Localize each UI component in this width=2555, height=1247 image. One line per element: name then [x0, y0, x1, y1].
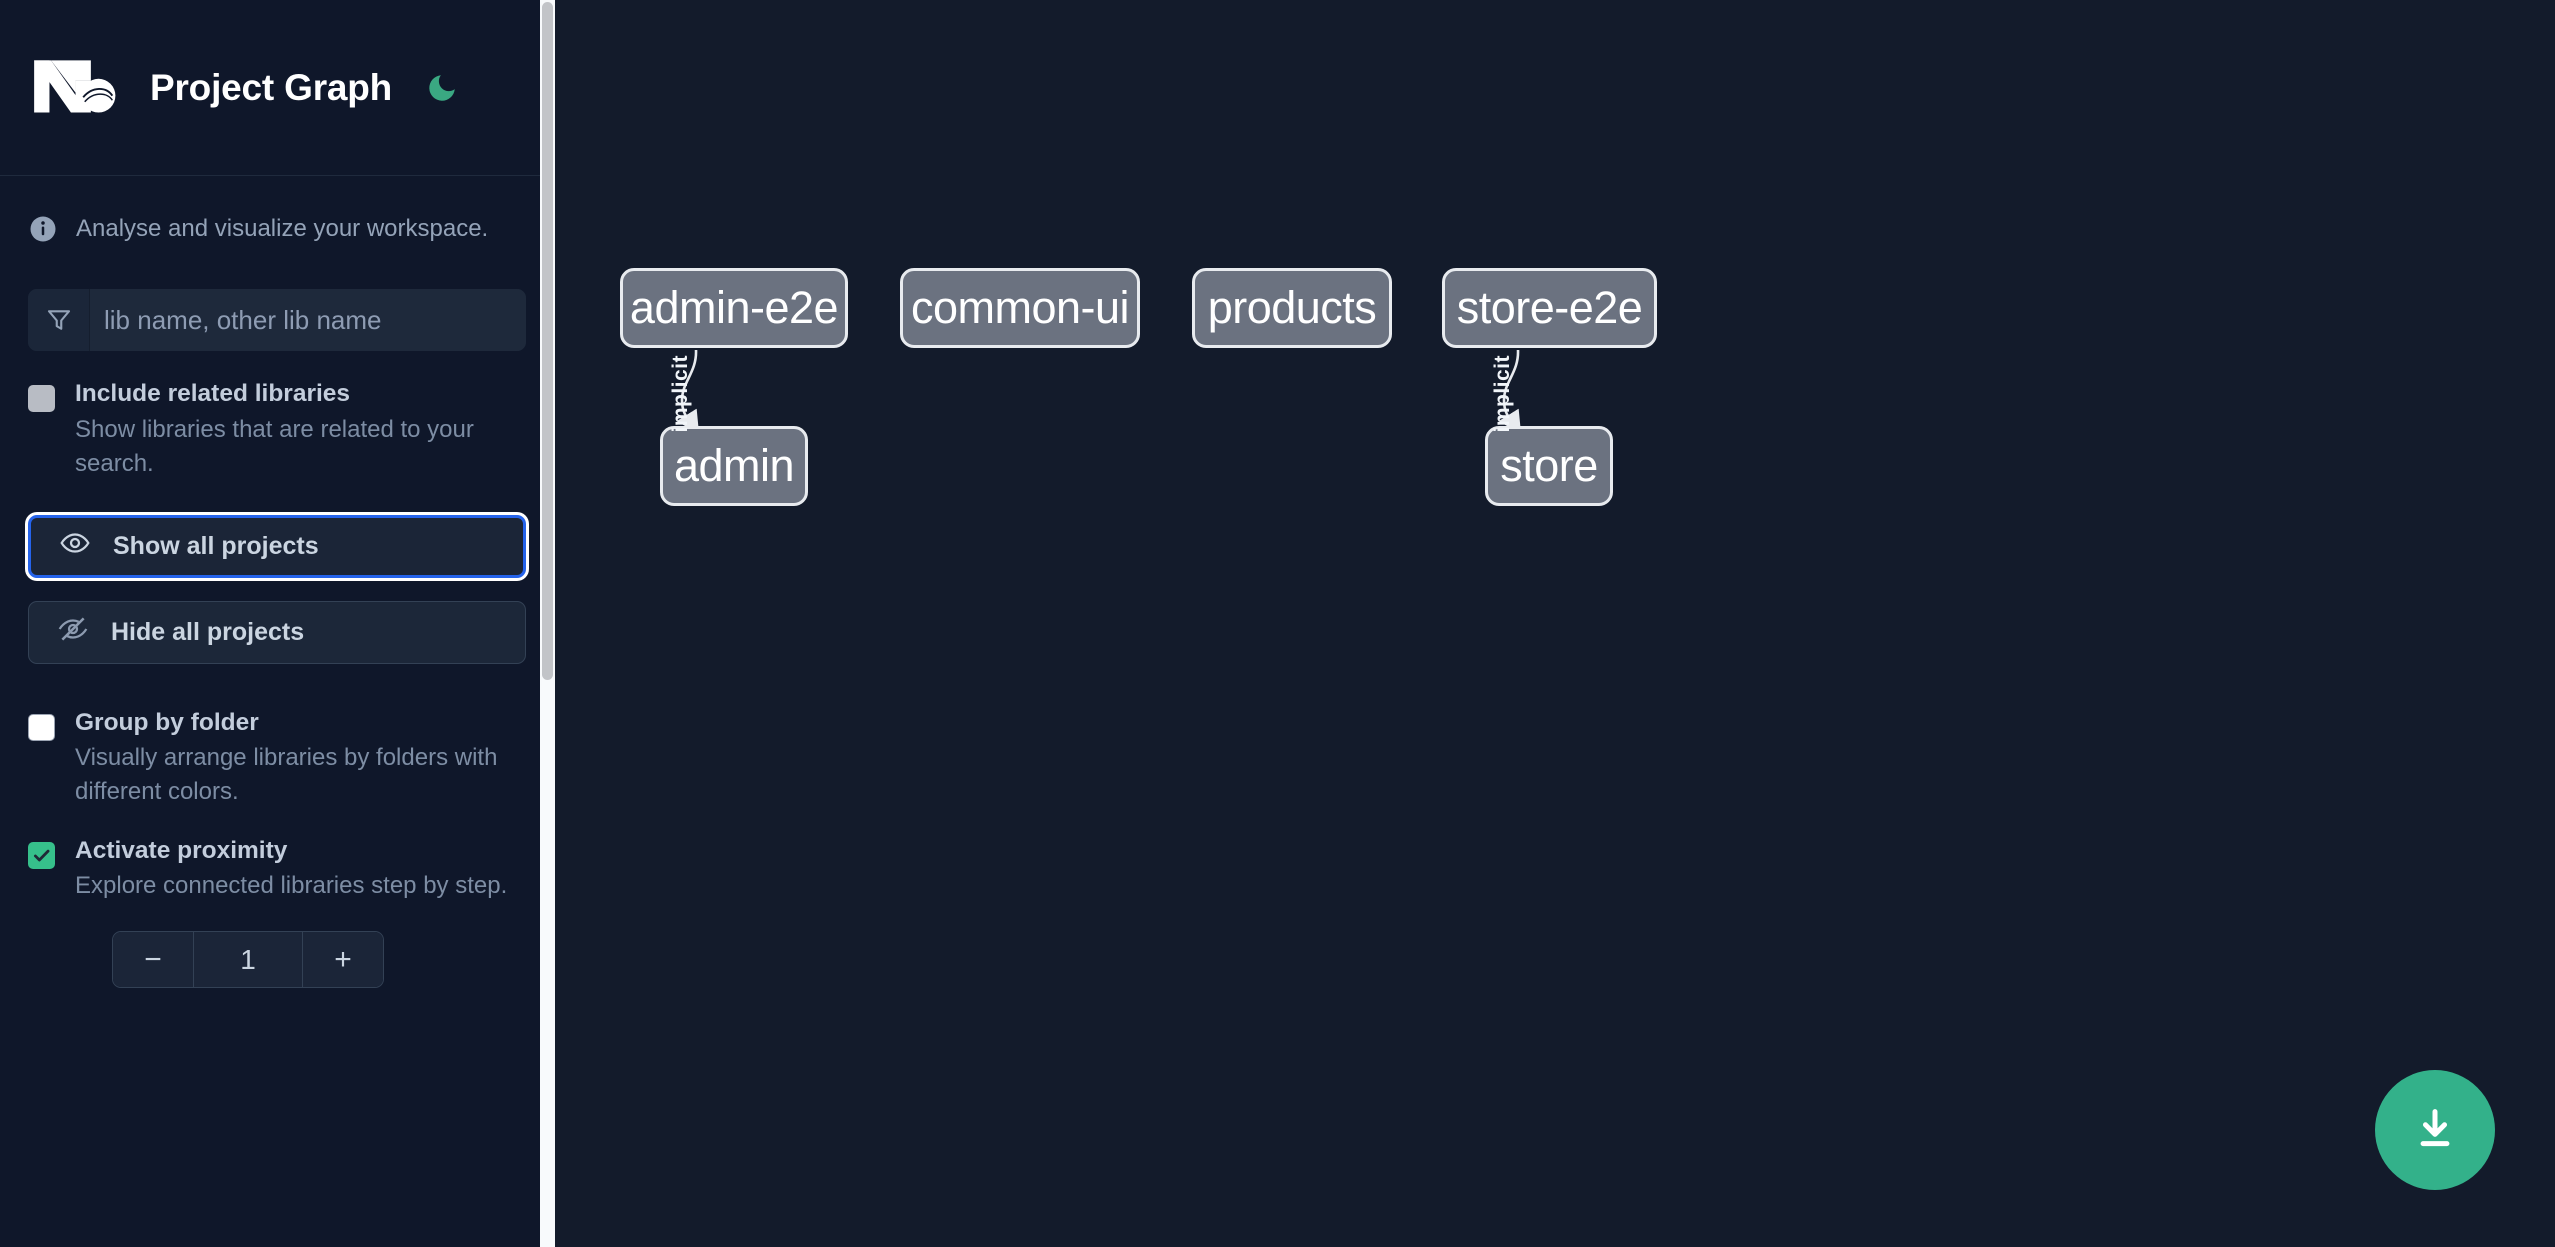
- activate-proximity-checkbox[interactable]: [28, 841, 55, 869]
- info-icon: [28, 214, 58, 244]
- graph-node-label: products: [1207, 282, 1377, 333]
- download-graph-button[interactable]: [2375, 1070, 2495, 1190]
- workspace-note-text: Analyse and visualize your workspace.: [76, 215, 489, 242]
- include-related-libraries-checkbox[interactable]: [28, 385, 55, 412]
- show-all-projects-wrap: Show all projects: [0, 481, 555, 578]
- eye-icon: [59, 527, 91, 566]
- proximity-decrement-button[interactable]: −: [113, 932, 194, 988]
- hide-all-projects-wrap: Hide all projects: [0, 578, 555, 664]
- graph-node-admin[interactable]: admin: [660, 426, 808, 506]
- option-description: Explore connected libraries step by step…: [75, 872, 508, 900]
- graph-node-products[interactable]: products: [1192, 268, 1392, 348]
- proximity-stepper-wrap: − 1 +: [0, 903, 555, 989]
- show-all-projects-button[interactable]: Show all projects: [28, 514, 526, 578]
- moon-icon[interactable]: [422, 68, 462, 108]
- option-description: Show libraries that are related to your …: [75, 415, 474, 477]
- graph-node-admin-e2e[interactable]: admin-e2e: [620, 268, 848, 348]
- graph-node-label: admin: [673, 440, 795, 491]
- sidebar-header: Project Graph: [0, 0, 555, 176]
- edge-label-store: implicit: [1491, 355, 1514, 433]
- sidebar-scrollbar-thumb[interactable]: [542, 2, 553, 680]
- sidebar-scrollbar[interactable]: [540, 0, 555, 1247]
- graph-node-store-e2e[interactable]: store-e2e: [1442, 268, 1657, 348]
- sidebar: Project Graph Analyse and visualize your…: [0, 0, 555, 1247]
- option-group-by-folder[interactable]: Group by folder Visually arrange librari…: [0, 664, 555, 810]
- option-title: Group by folder: [75, 708, 259, 736]
- graph-node-store[interactable]: store: [1485, 426, 1613, 506]
- workspace-note: Analyse and visualize your workspace.: [0, 176, 555, 244]
- graph-node-label: store-e2e: [1456, 282, 1643, 333]
- proximity-value: 1: [194, 932, 302, 988]
- option-activate-proximity[interactable]: Activate proximity Explore connected lib…: [0, 810, 555, 904]
- proximity-increment-button[interactable]: +: [302, 932, 383, 988]
- edge-label-admin: implicit: [669, 355, 692, 433]
- filter-row: [0, 244, 555, 351]
- funnel-icon: [28, 289, 90, 351]
- hide-all-projects-label: Hide all projects: [111, 617, 305, 646]
- graph-edges: [676, 349, 1522, 435]
- graph-node-label: common-ui: [910, 282, 1130, 333]
- nx-logo-icon: [28, 57, 120, 119]
- project-graph-canvas[interactable]: admin-e2e common-ui products store-e2e admin…: [555, 0, 2555, 1247]
- graph-node-label: admin-e2e: [629, 282, 839, 333]
- hide-all-projects-button[interactable]: Hide all projects: [28, 600, 526, 664]
- proximity-stepper: − 1 +: [112, 931, 384, 989]
- option-description: Visually arrange libraries by folders wi…: [75, 744, 498, 806]
- graph-node-label: store: [1500, 440, 1598, 491]
- option-include-related-libraries[interactable]: Include related libraries Show libraries…: [0, 351, 555, 481]
- group-by-folder-checkbox[interactable]: [28, 713, 55, 741]
- eye-slash-icon: [57, 613, 89, 652]
- option-title: Activate proximity: [75, 836, 288, 864]
- show-all-projects-label: Show all projects: [113, 531, 319, 560]
- option-title: Include related libraries: [75, 380, 351, 407]
- page-title: Project Graph: [150, 66, 393, 108]
- graph-node-common-ui[interactable]: common-ui: [900, 268, 1140, 348]
- filter-box[interactable]: [28, 289, 526, 351]
- search-input[interactable]: [90, 289, 526, 351]
